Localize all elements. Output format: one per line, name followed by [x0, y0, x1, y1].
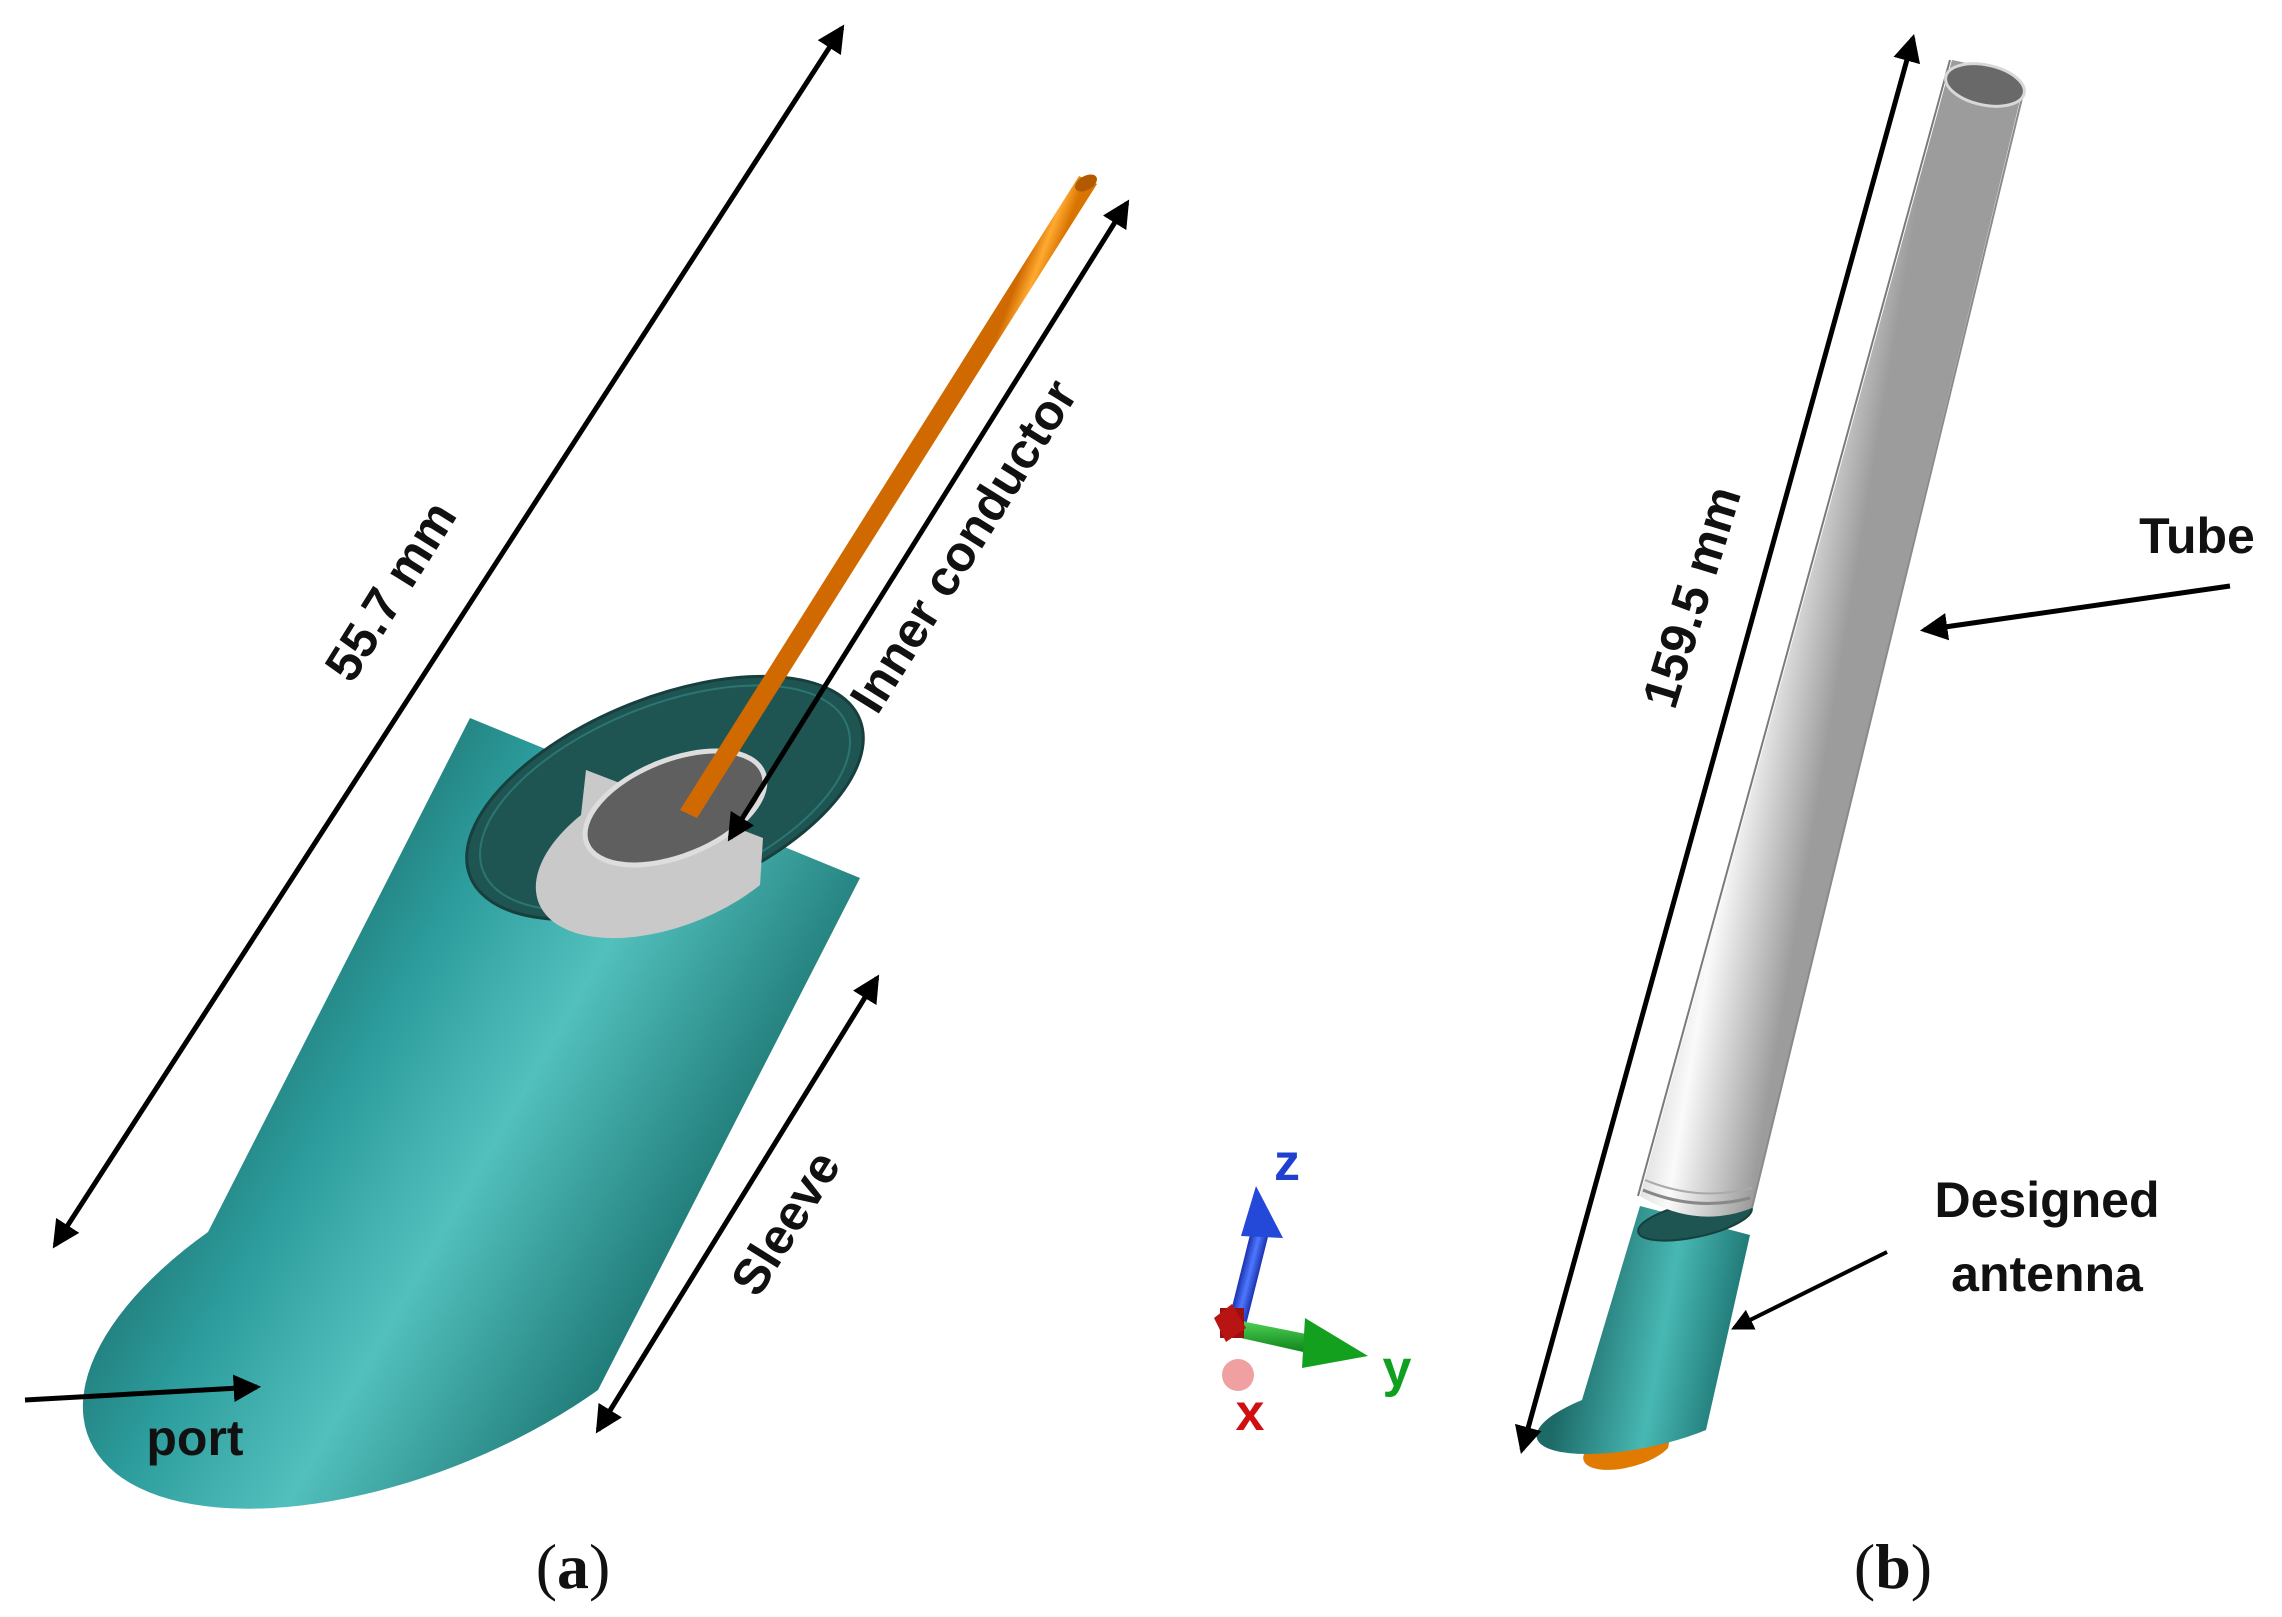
sleeve-label: Sleeve: [720, 1141, 851, 1305]
x-axis-arrow: [1214, 1304, 1254, 1391]
dimension-arrow-159-5mm: [1514, 34, 1921, 1454]
dimension-arrow-55-7mm: [52, 24, 845, 1249]
panel-a: 55.7 mm Inner conductor Sleeve port (a): [24, 24, 1130, 1602]
designed-antenna-sleeve: [1536, 1198, 1753, 1455]
port-arrow: [24, 1374, 262, 1403]
y-axis-arrow: [1223, 1318, 1368, 1368]
port-label: port: [146, 1410, 244, 1466]
inner-conductor-arrow: [727, 199, 1130, 842]
inner-conductor-label: Inner conductor: [839, 370, 1088, 722]
axes-indicator: z y x: [1214, 1134, 1412, 1442]
tube-label: Tube: [2139, 508, 2255, 564]
caption-a-letter: a: [557, 1531, 589, 1602]
designed-antenna-label-line2: antenna: [1951, 1246, 2144, 1302]
svg-text:(a): (a): [536, 1531, 611, 1602]
caption-a: (a): [536, 1531, 611, 1602]
z-axis-arrow: [1229, 1186, 1283, 1323]
dimension-label-a: 55.7 mm: [314, 491, 468, 690]
designed-antenna-arrow: [1731, 1250, 1888, 1330]
inner-conductor-rod: [680, 174, 1097, 818]
axis-label-y: y: [1383, 1340, 1412, 1398]
axis-label-z: z: [1274, 1134, 1300, 1192]
tube-arrow: [1919, 583, 2231, 641]
designed-antenna-label-line1: Designed: [1934, 1172, 2159, 1228]
caption-b: (b): [1854, 1531, 1932, 1602]
sleeve-arrow: [595, 974, 880, 1434]
caption-b-letter: b: [1875, 1531, 1911, 1602]
sleeve-cylinder: [82, 674, 865, 1509]
panel-b: 159.5 mm Tube Designed antenna (b): [1514, 34, 2255, 1602]
svg-text:(b): (b): [1854, 1531, 1932, 1602]
axis-label-x: x: [1236, 1384, 1265, 1442]
